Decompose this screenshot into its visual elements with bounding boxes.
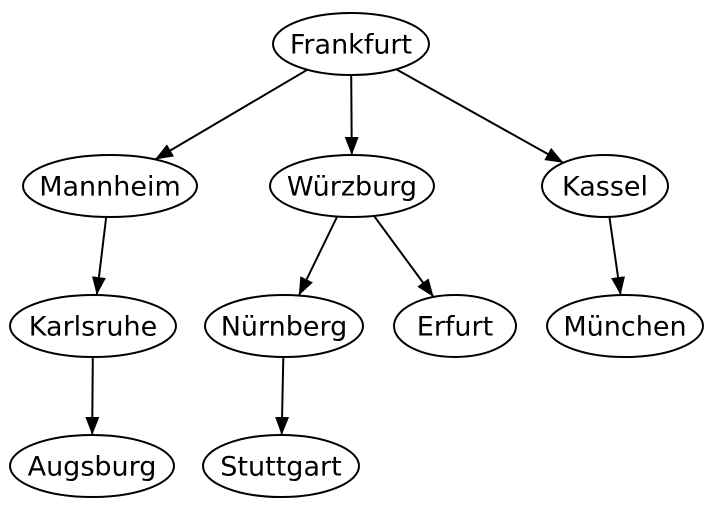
node-label-frankfurt: Frankfurt	[290, 29, 412, 60]
node-label-augsburg: Augsburg	[28, 451, 157, 482]
node-label-kassel: Kassel	[562, 171, 648, 202]
edge-mannheim-karlsruhe	[92, 216, 108, 296]
edge-frankfurt-kassel	[395, 68, 564, 164]
node-karlsruhe: Karlsruhe	[9, 294, 177, 358]
node-label-munchen: München	[563, 311, 686, 342]
node-shape-munchen	[546, 294, 704, 358]
node-munchen: München	[546, 294, 704, 358]
edge-frankfurt-wurzburg	[344, 74, 359, 156]
edges-layer	[85, 68, 625, 436]
node-augsburg: Augsburg	[9, 434, 175, 498]
edge-wurzburg-nurnberg	[297, 216, 339, 296]
node-stuttgart: Stuttgart	[202, 434, 360, 498]
node-shape-stuttgart	[202, 434, 360, 498]
node-label-mannheim: Mannheim	[39, 171, 181, 202]
node-mannheim: Mannheim	[22, 154, 198, 218]
node-frankfurt: Frankfurt	[272, 12, 430, 76]
node-label-nurnberg: Nürnberg	[221, 311, 348, 342]
node-kassel: Kassel	[541, 154, 669, 218]
edge-karlsruhe-augsburg	[85, 356, 100, 436]
edge-kassel-munchen	[608, 216, 625, 296]
node-shape-kassel	[541, 154, 669, 218]
edge-wurzburg-erfurt	[373, 215, 435, 298]
node-shape-frankfurt	[272, 12, 430, 76]
node-wurzburg: Würzburg	[269, 154, 435, 218]
node-label-karlsruhe: Karlsruhe	[29, 311, 157, 342]
node-shape-karlsruhe	[9, 294, 177, 358]
edge-nurnberg-stuttgart	[275, 356, 290, 436]
node-label-stuttgart: Stuttgart	[220, 451, 341, 482]
node-nurnberg: Nürnberg	[204, 294, 364, 358]
node-shape-nurnberg	[204, 294, 364, 358]
node-label-wurzburg: Würzburg	[287, 171, 417, 202]
node-shape-mannheim	[22, 154, 198, 218]
node-label-erfurt: Erfurt	[417, 311, 493, 342]
node-erfurt: Erfurt	[393, 294, 517, 358]
edge-frankfurt-mannheim	[154, 68, 308, 161]
node-shape-augsburg	[9, 434, 175, 498]
node-shape-erfurt	[393, 294, 517, 358]
node-shape-wurzburg	[269, 154, 435, 218]
